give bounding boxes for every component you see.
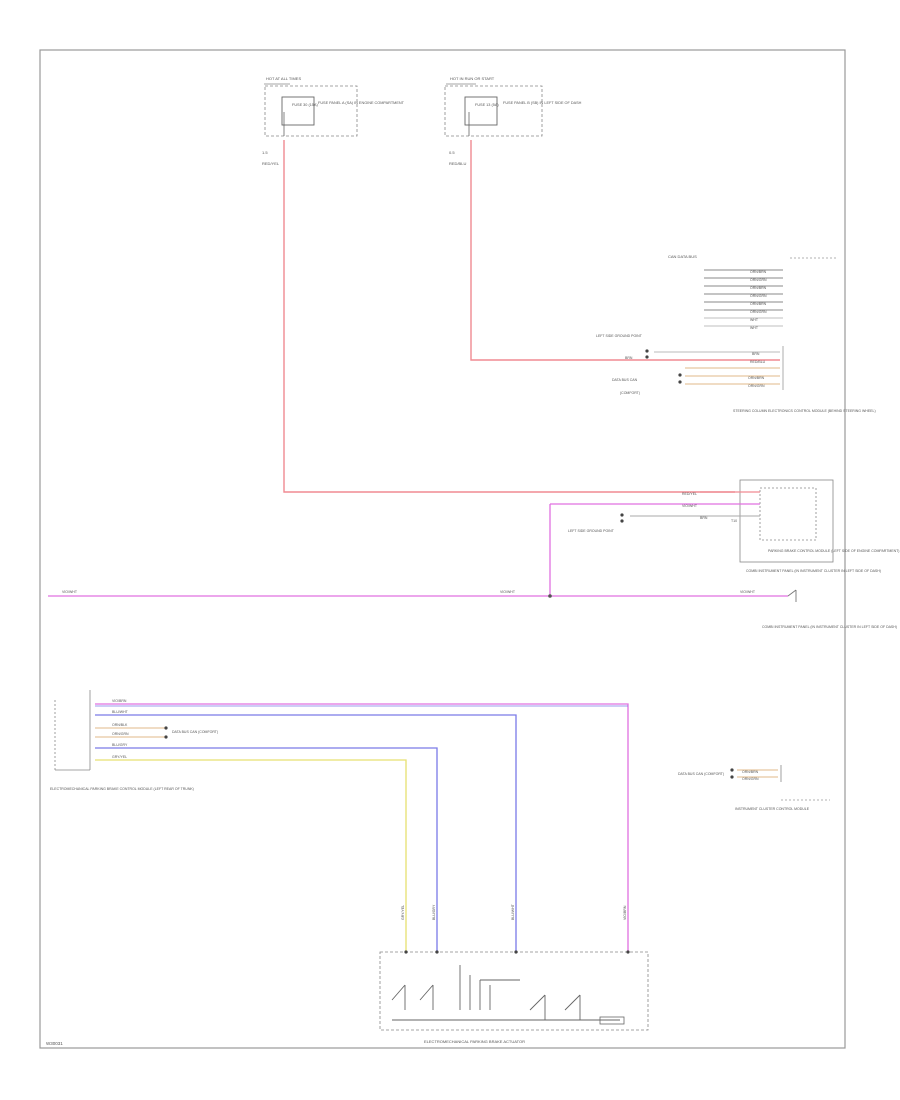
- fuse-box-1-desc: FUSE PANEL A (SA) IN ENGINE COMPARTMENT: [318, 101, 405, 105]
- data-bus-line-2: ORN/GRN: [750, 278, 767, 282]
- signal-mid-label: VIO/WHT: [500, 590, 516, 594]
- module-wire-2: VIO/WHT: [682, 504, 698, 508]
- data-bus-line-1: ORN/BRN: [750, 270, 767, 274]
- vertical-label-1: GRY/YEL: [401, 905, 405, 920]
- fuse-box-1-gauge: 1.5: [262, 150, 268, 155]
- switch-wire-3: ORN/BLK: [112, 723, 128, 727]
- diagram-frame: [39, 49, 846, 1049]
- column-ground-label: LEFT SIDE GROUND POINT: [596, 334, 643, 338]
- fuse-box-1: HOT AT ALL TIMES FUSE 30 (15A) FUSE PANE…: [262, 76, 405, 166]
- signal-right-label: VIO/WHT: [740, 590, 756, 594]
- switch-block-desc: ELECTROMECHANICAL PARKING BRAKE CONTROL …: [50, 787, 194, 791]
- switch-block: VIO/BRN BLU/WHT ORN/BLK ORN/GRN BLU/GRY …: [50, 690, 629, 952]
- data-bus-line-3: ORN/BRN: [750, 286, 767, 290]
- side-connector-wire-1: ORN/BRN: [742, 770, 759, 774]
- data-bus-line-7: WHT: [750, 318, 759, 322]
- fuse-box-1-wire-color: RED/YEL: [262, 161, 280, 166]
- wire-blu-wht: [95, 714, 517, 952]
- fuse-box-1-title: HOT AT ALL TIMES: [266, 76, 301, 81]
- module-pin-label: T10: [731, 519, 737, 523]
- actuator-label: ELECTROMECHANICAL PARKING BRAKE ACTUATOR: [424, 1039, 525, 1044]
- vertical-labels: GRY/YEL BLU/GRY BLU/WHT VIO/BRN: [401, 903, 627, 920]
- module-ground-label: LEFT SIDE GROUND POINT: [568, 529, 615, 533]
- actuator-block: ELECTROMECHANICAL PARKING BRAKE ACTUATOR: [379, 950, 649, 1044]
- column-wire-2: RED/BLU: [750, 360, 766, 364]
- fuse-box-1-fuse: FUSE 30 (15A): [292, 103, 318, 107]
- switch-wire-2: BLU/WHT: [112, 710, 129, 714]
- cluster-title: COMBI INSTRUMENT PANEL (IN INSTRUMENT CL…: [746, 569, 881, 573]
- column-side-label-1: BRN: [625, 356, 633, 360]
- side-connector-label: DATA BUS CAN (COMFORT): [678, 772, 724, 776]
- wire-gry-yel: [95, 759, 407, 952]
- fuse-box-2: HOT IN RUN OR START FUSE 13 (5A) FUSE PA…: [444, 76, 582, 166]
- side-connector-wire-2: ORN/GRN: [742, 777, 759, 781]
- switch-wire-5: BLU/GRY: [112, 743, 128, 747]
- column-connector: LEFT SIDE GROUND POINT BRN DATA BUS CAN …: [596, 334, 876, 413]
- module-wire-1: RED/YEL: [682, 492, 697, 496]
- signal-line: VIO/WHT VIO/WHT VIO/WHT COMBI INSTRUMENT…: [48, 569, 897, 629]
- signal-left-label: VIO/WHT: [62, 590, 78, 594]
- diagram-id: W30031: [46, 1041, 63, 1046]
- red-wire-from-fuse-1: [283, 140, 735, 493]
- fuse-box-2-gauge: 0.5: [449, 150, 455, 155]
- switch-wire-6: GRY/YEL: [112, 755, 127, 759]
- column-wire-1: BRN: [752, 352, 760, 356]
- data-bus-line-6: ORN/GRN: [750, 310, 767, 314]
- wire-blu-gry: [95, 747, 438, 952]
- column-side-label-2: DATA BUS CAN: [612, 378, 638, 382]
- side-connector: DATA BUS CAN (COMFORT) ORN/BRN ORN/GRN I…: [678, 765, 830, 811]
- side-connector-desc: INSTRUMENT CLUSTER CONTROL MODULE: [735, 807, 810, 811]
- column-wire-3: ORN/BRN: [748, 376, 765, 380]
- fuse-box-2-title: HOT IN RUN OR START: [450, 76, 495, 81]
- data-bus-line-8: WHT: [750, 326, 759, 330]
- switch-bus-label: DATA BUS CAN (COMFORT): [172, 730, 218, 734]
- fuse-box-2-wire-color: RED/BLU: [449, 161, 466, 166]
- cluster-desc: COMBI INSTRUMENT PANEL (IN INSTRUMENT CL…: [762, 625, 897, 629]
- switch-wire-1: VIO/BRN: [112, 699, 127, 703]
- wire-vio-brn: [95, 703, 629, 952]
- data-bus-block: CAN DATA BUS ORN/BRN ORN/GRN ORN/BRN ORN…: [668, 254, 836, 330]
- column-side-label-3: (COMFORT): [620, 391, 640, 395]
- data-bus-line-5: ORN/BRN: [750, 302, 767, 306]
- module-desc: PARKING BRAKE CONTROL MODULE (LEFT SIDE …: [768, 549, 899, 553]
- column-module-desc: STEERING COLUMN ELECTRONICS CONTROL MODU…: [733, 409, 876, 413]
- vertical-label-3: BLU/WHT: [511, 903, 515, 920]
- module-block: RED/YEL VIO/WHT BRN LEFT SIDE GROUND POI…: [550, 479, 899, 563]
- switch-wire-4: ORN/GRN: [112, 732, 129, 736]
- fuse-box-2-fuse: FUSE 13 (5A): [475, 103, 499, 107]
- vertical-label-2: BLU/GRY: [432, 904, 436, 920]
- column-wire-4: ORN/GRN: [748, 384, 765, 388]
- module-wire-3: BRN: [700, 516, 708, 520]
- vertical-label-4: VIO/BRN: [623, 905, 627, 920]
- fuse-box-2-desc: FUSE PANEL B (SB) IN LEFT SIDE OF DASH: [503, 101, 582, 105]
- red-wire-from-fuse-2: [470, 140, 780, 361]
- data-bus-title: CAN DATA BUS: [668, 254, 697, 259]
- data-bus-line-4: ORN/GRN: [750, 294, 767, 298]
